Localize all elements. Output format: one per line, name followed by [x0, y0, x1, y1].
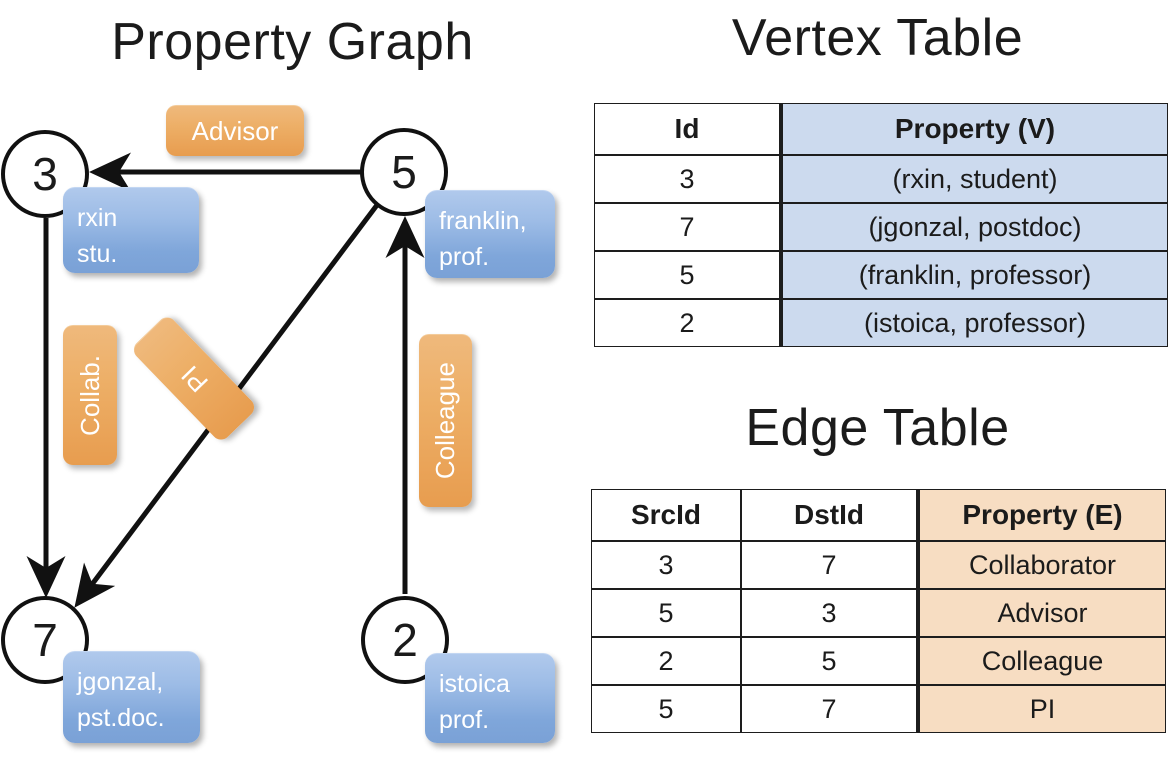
- node-property-box-2: istoica prof.: [425, 653, 555, 743]
- vertex-table-header-id: Id: [594, 103, 780, 155]
- edge-cell-property: Colleague: [917, 637, 1166, 685]
- edge-label-advisor-text: Advisor: [191, 115, 279, 146]
- edge-cell-property: PI: [917, 685, 1166, 733]
- edge-cell-dstid: 7: [741, 685, 917, 733]
- node-property-3-line1: rxin: [77, 204, 118, 232]
- vertex-cell-property: (franklin, professor): [780, 251, 1168, 299]
- edge-label-advisor: Advisor: [166, 105, 304, 156]
- table-row: 7 (jgonzal, postdoc): [594, 203, 1168, 251]
- edge-table-header-row: SrcId DstId Property (E): [591, 489, 1166, 541]
- vertex-cell-property: (rxin, student): [780, 155, 1168, 203]
- node-property-7-line1: jgonzal,: [77, 668, 164, 696]
- edge-label-collab: Collab.: [63, 325, 117, 465]
- node-property-2-line1: istoica: [439, 670, 510, 698]
- graph-node-2[interactable]: 2: [361, 596, 449, 684]
- node-property-5-line2: prof.: [439, 243, 490, 272]
- edge-cell-dstid: 5: [741, 637, 917, 685]
- edge-label-colleague-text: Colleague: [430, 362, 460, 480]
- edge-label-collab-text: Collab.: [74, 355, 105, 436]
- vertex-table: Id Property (V) 3 (rxin, student) 7 (jgo…: [594, 103, 1168, 347]
- graph-node-5[interactable]: 5: [360, 128, 448, 216]
- table-row: 5 (franklin, professor): [594, 251, 1168, 299]
- table-row: 2 5 Colleague: [591, 637, 1166, 685]
- vertex-cell-id: 3: [594, 155, 780, 203]
- edge-cell-dstid: 3: [741, 589, 917, 637]
- vertex-cell-id: 2: [594, 299, 780, 347]
- node-property-3-line2: stu.: [77, 240, 118, 269]
- graph-node-3-id: 3: [32, 148, 58, 200]
- edge-cell-dstid: 7: [741, 541, 917, 589]
- table-row: 3 (rxin, student): [594, 155, 1168, 203]
- page-title-property-graph: Property Graph: [111, 13, 474, 71]
- vertex-cell-property: (istoica, professor): [780, 299, 1168, 347]
- edge-table-header-dstid: DstId: [741, 489, 917, 541]
- page-title-vertex-table: Vertex Table: [731, 9, 1024, 67]
- table-row: 3 7 Collaborator: [591, 541, 1166, 589]
- edge-cell-srcid: 5: [591, 685, 741, 733]
- edge-cell-srcid: 3: [591, 541, 741, 589]
- node-property-5-line1: franklin,: [439, 207, 527, 235]
- property-graph-diagram: 3 5 7 2 rxin stu. franklin, prof. jgonza…: [1, 105, 555, 743]
- table-row: 5 3 Advisor: [591, 589, 1166, 637]
- vertex-table-header-row: Id Property (V): [594, 103, 1168, 155]
- vertex-cell-id: 5: [594, 251, 780, 299]
- page-title-edge-table: Edge Table: [745, 399, 1010, 457]
- edge-table-header-property: Property (E): [917, 489, 1166, 541]
- table-row: 5 7 PI: [591, 685, 1166, 733]
- graph-node-2-id: 2: [392, 614, 418, 666]
- vertex-table-header-property: Property (V): [780, 103, 1168, 155]
- table-row: 2 (istoica, professor): [594, 299, 1168, 347]
- graph-node-7-id: 7: [32, 614, 58, 666]
- edge-cell-srcid: 5: [591, 589, 741, 637]
- edge-label-colleague: Colleague: [419, 334, 472, 507]
- edge-label-pi-text: PI: [174, 359, 214, 399]
- vertex-cell-id: 7: [594, 203, 780, 251]
- node-property-2-line2: prof.: [439, 706, 490, 735]
- node-property-box-7: jgonzal, pst.doc.: [63, 651, 200, 743]
- edge-cell-srcid: 2: [591, 637, 741, 685]
- edge-cell-property: Collaborator: [917, 541, 1166, 589]
- node-property-box-3: rxin stu.: [63, 187, 199, 273]
- graph-node-5-id: 5: [391, 146, 417, 198]
- node-property-box-5: franklin, prof.: [425, 190, 555, 278]
- edge-table-header-srcid: SrcId: [591, 489, 741, 541]
- edge-cell-property: Advisor: [917, 589, 1166, 637]
- vertex-cell-property: (jgonzal, postdoc): [780, 203, 1168, 251]
- node-property-7-line2: pst.doc.: [77, 704, 165, 733]
- edge-table: SrcId DstId Property (E) 3 7 Collaborato…: [591, 489, 1166, 733]
